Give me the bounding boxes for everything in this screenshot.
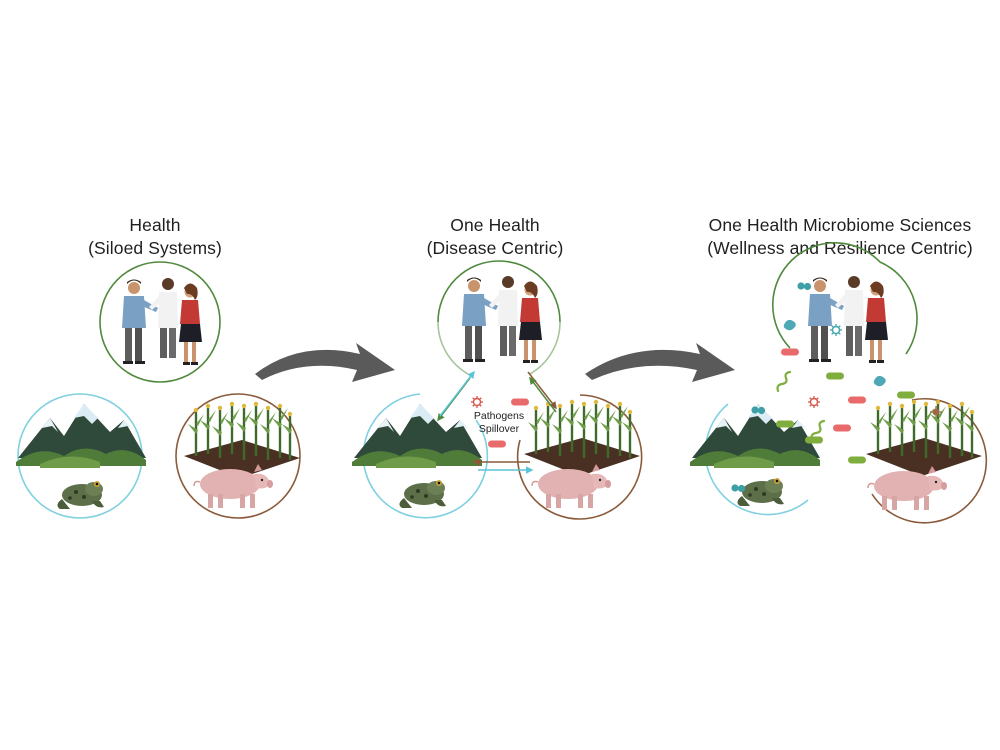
mountain-icon [690, 404, 820, 468]
pathogens-spillover-label: Pathogens Spillover [473, 410, 525, 435]
microbe-icon [776, 370, 792, 393]
microbe-icon [848, 456, 866, 464]
environment-circle [16, 393, 146, 519]
microbe-icon [829, 323, 843, 337]
panel-title-microbiome: One Health Microbiome Sciences (Wellness… [707, 215, 973, 258]
microbe-icon [833, 424, 851, 432]
microbe-icon [873, 375, 886, 387]
microbe-icon [776, 420, 794, 428]
flow-arrow-icon [585, 343, 735, 382]
microbe-icon [781, 348, 799, 356]
agriculture-circle [516, 394, 643, 520]
corn-field-icon [864, 398, 984, 478]
panel-health-siloed [16, 261, 302, 519]
people-handshake-icon [462, 276, 542, 363]
human-circle [99, 261, 221, 383]
environment-circle [690, 403, 820, 516]
agriculture-circle [175, 393, 302, 519]
microbe-icon [731, 484, 746, 493]
frog-icon [399, 480, 446, 508]
microbe-icon [783, 319, 796, 331]
virus-icon [470, 395, 484, 409]
pig-icon [531, 463, 612, 509]
bacteria-icon [488, 440, 506, 448]
human-circle [437, 260, 561, 375]
microbe-icon [805, 436, 823, 444]
panel-title-one-health: One Health (Disease Centric) [426, 215, 564, 258]
people-handshake-icon [808, 276, 888, 363]
microbe-icon [848, 396, 866, 404]
microbe-icon [826, 372, 844, 380]
microbe-icon [807, 395, 821, 409]
microbe-icon [897, 391, 915, 399]
human-circle [771, 241, 918, 363]
agriculture-circle [864, 397, 988, 524]
panel-microbiome [690, 241, 988, 524]
flow-arrow-icon [255, 343, 395, 382]
panel-title-health: Health (Siloed Systems) [88, 215, 222, 258]
environment-circle [352, 393, 489, 519]
microbe-icon [797, 282, 812, 291]
frog-icon [737, 478, 784, 506]
bacteria-icon [511, 398, 529, 406]
spillover-arrows [437, 370, 557, 474]
panel-one-health [352, 260, 643, 520]
